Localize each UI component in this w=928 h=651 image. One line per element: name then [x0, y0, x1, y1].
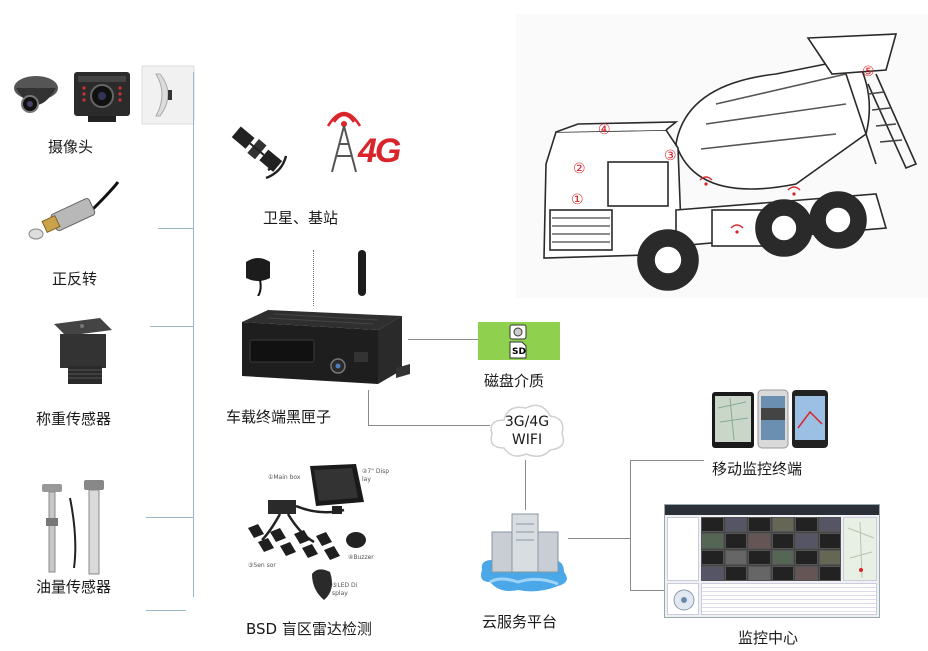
camera-label: 摄像头: [48, 138, 94, 156]
monitor-toolbar: [665, 505, 879, 515]
mobile-devices-image: [710, 388, 834, 450]
monitor-map-panel: [843, 517, 877, 581]
satellite-icon: [231, 126, 288, 180]
dvr-box-icon: [242, 310, 410, 384]
truck-marker-4: ④: [598, 122, 611, 138]
truck-marker-5: ⑤: [862, 64, 875, 80]
disk-icon: [509, 324, 527, 359]
oil-label: 油量传感器: [36, 578, 112, 596]
bsd-kit-image: ①Main box ②7" Disp lay ③Sen sor ④Buzzer …: [240, 462, 390, 608]
dvr-label: 车载终端黑匣子: [226, 408, 332, 426]
network-cloud-link: [525, 460, 526, 510]
cloud-outline-icon: [490, 404, 565, 457]
camera-icon: [14, 65, 195, 125]
monitor-video-grid: [701, 517, 841, 581]
monitor-ptz-panel: [667, 583, 699, 615]
network-label-line1: 3G/4G: [504, 414, 550, 430]
network-cloud: 3G/4G WIFI: [486, 398, 568, 460]
bottom-connector: [146, 610, 186, 611]
monitor-log-table: [701, 583, 877, 615]
truck-marker-2: ②: [573, 161, 586, 177]
cell-tower-image: 4G: [324, 106, 410, 176]
antenna-dotted-link: [313, 250, 314, 306]
rotation-sensor-image: [22, 180, 122, 250]
dvr-box-image: [228, 308, 412, 392]
bsd-part-buzzer: ④Buzzer: [348, 554, 374, 561]
weight-connector: [150, 326, 194, 327]
oil-connector: [146, 517, 194, 518]
mobile-devices-icon: [712, 389, 828, 449]
center-link: [630, 590, 664, 591]
4g-antenna-icon: [358, 250, 366, 296]
cloud-server-icon: [481, 513, 567, 592]
cloud-server-image: [478, 510, 574, 596]
dvr-network-link: [368, 425, 490, 426]
bsd-kit-icon: [248, 464, 366, 600]
ptz-control-icon: [673, 589, 695, 611]
oil-sensor-image: [34, 478, 114, 578]
weight-label: 称重传感器: [36, 410, 112, 428]
monitor-tree-panel: [667, 517, 699, 581]
4g-antenna-image: [352, 248, 372, 300]
camera-images: [8, 64, 198, 126]
truck-marker-1: ①: [571, 192, 584, 208]
cell-tower-icon: [326, 111, 362, 173]
storage-box: SD: [478, 322, 560, 360]
satellite-image: [224, 118, 296, 184]
weight-sensor-icon: [54, 318, 112, 384]
left-bus-line: [193, 72, 194, 597]
rotation-sensor-icon: [28, 181, 120, 240]
gps-antenna-image: [240, 254, 276, 296]
bsd-part-display: ②7" Disp lay: [362, 468, 390, 483]
truck-marker-3: ③: [664, 148, 677, 164]
weight-sensor-image: [46, 316, 116, 388]
network-label-line2: WIFI: [511, 432, 543, 448]
rotation-connector: [158, 228, 194, 229]
bsd-part-led: ⑤LED Di splay: [332, 582, 358, 597]
sd-text: SD: [512, 347, 526, 357]
center-label: 监控中心: [738, 629, 799, 647]
storage-label: 磁盘介质: [484, 372, 545, 390]
mixer-truck-icon: [543, 33, 918, 291]
truck-illustration: ① ② ③ ④ ⑤: [516, 14, 928, 298]
dvr-storage-link: [408, 339, 478, 340]
cloud-label: 云服务平台: [482, 613, 558, 631]
cloud-right-link: [568, 538, 630, 539]
monitor-center-screen: [664, 504, 880, 618]
bsd-label: BSD 盲区雷达检测: [246, 620, 372, 638]
fourg-badge: 4G: [358, 132, 401, 170]
rotation-label: 正反转: [52, 270, 98, 288]
mobile-label: 移动监控终端: [712, 460, 803, 478]
gps-antenna-icon: [246, 258, 270, 296]
mobile-link: [630, 460, 704, 461]
bsd-part-main-box: ①Main box: [268, 474, 301, 481]
map-icon: [847, 521, 875, 579]
bsd-part-sensor: ③Sen sor: [248, 562, 276, 569]
right-bus-line: [630, 460, 631, 590]
satellite-label: 卫星、基站: [263, 209, 339, 227]
dvr-network-down: [368, 390, 369, 426]
oil-sensor-icon: [42, 480, 104, 575]
